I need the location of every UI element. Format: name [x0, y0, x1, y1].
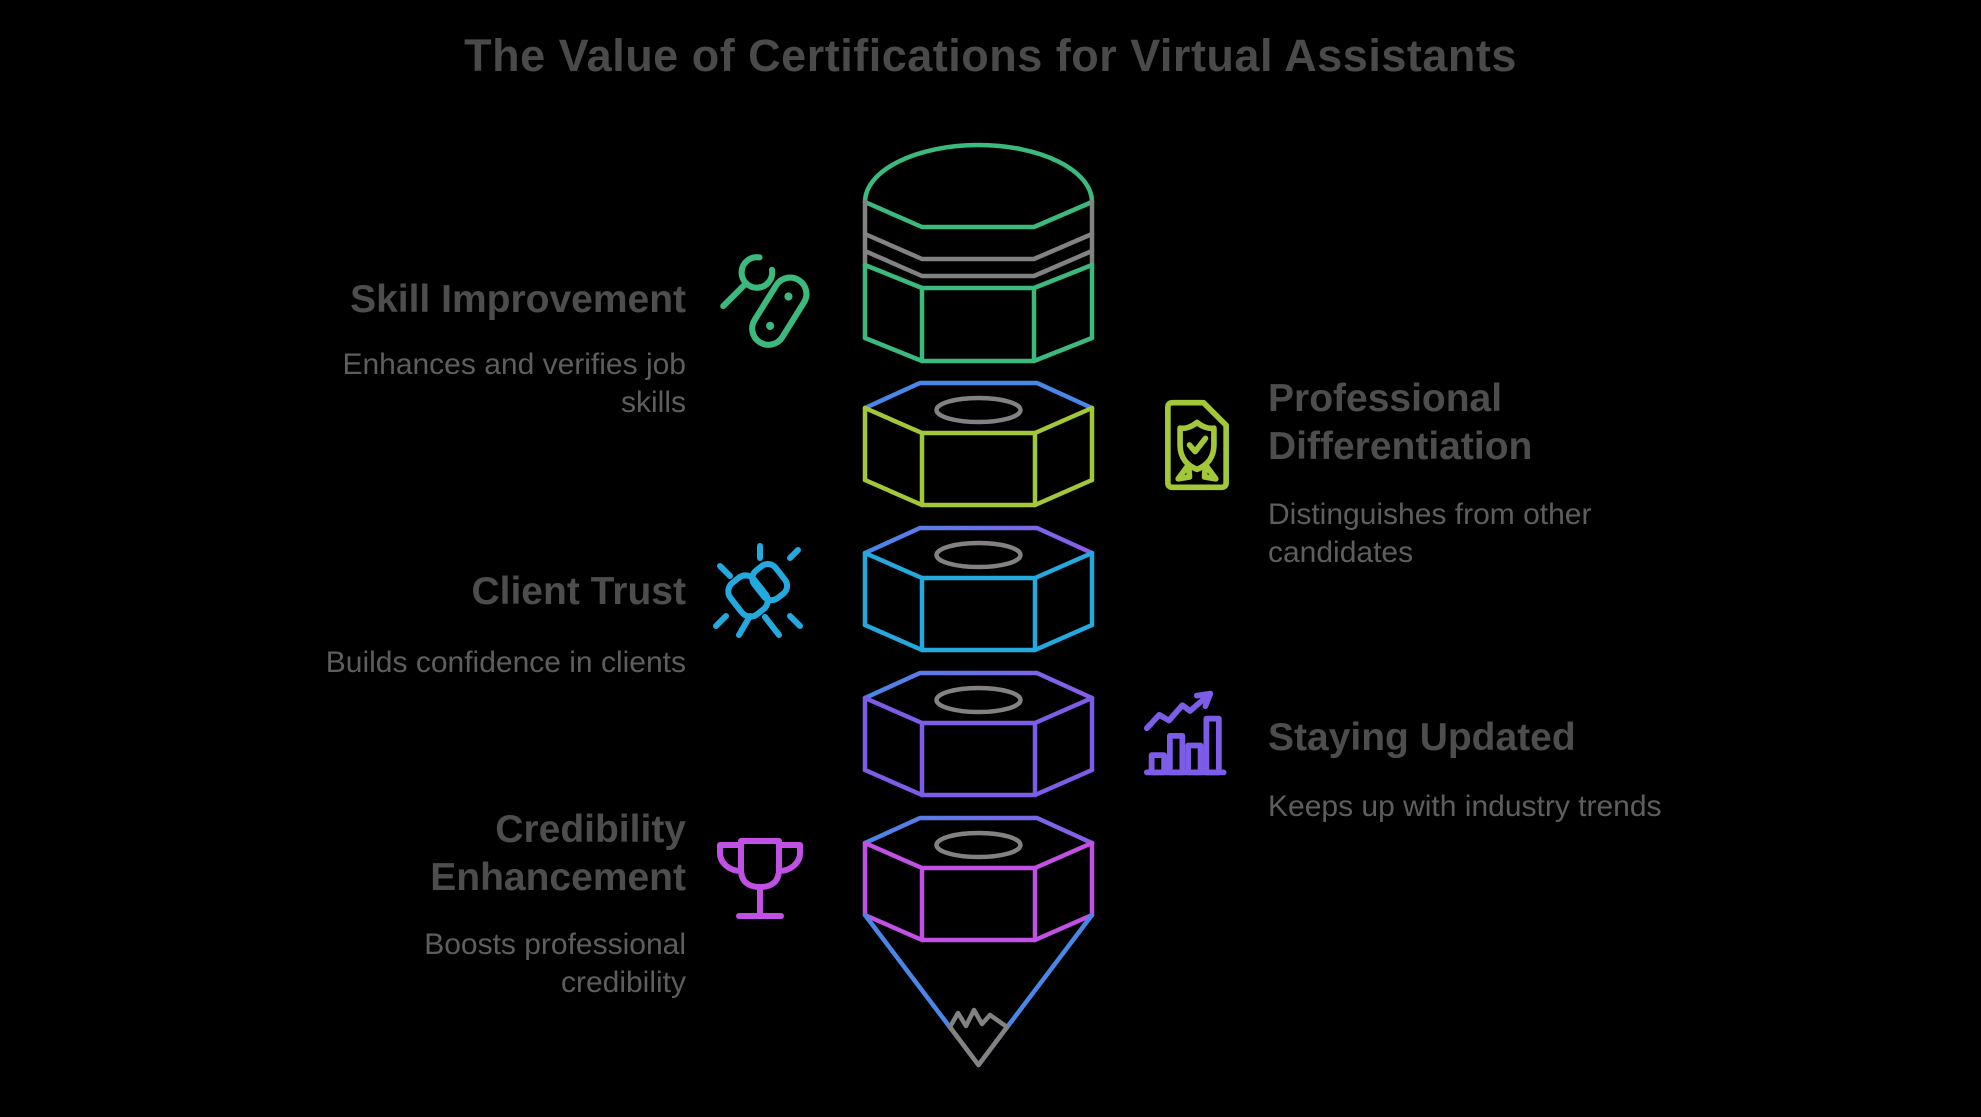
heading-client-trust: Client Trust [471, 570, 686, 613]
hex-nut-segment-2 [862, 525, 1095, 653]
hex-nut-segment-1 [862, 380, 1095, 508]
tools-icon [720, 254, 810, 348]
heading-staying-updated: Staying Updated [1268, 716, 1576, 759]
hex-nut-segment-4 [862, 815, 1095, 943]
subtitle-skill-improvement: Enhances and verifies job skills [342, 348, 686, 420]
funnel-tip [862, 912, 1095, 1068]
certificate-icon [1165, 399, 1229, 491]
handshake-icon [713, 543, 803, 638]
hex-nut-segment-3 [862, 670, 1095, 798]
pencil-lead-tip [947, 1007, 1010, 1068]
heading-credibility-enhancement: Credibility Enhancement [430, 808, 686, 899]
page-title: The Value of Certifications for Virtual … [464, 30, 1517, 81]
chart-icon [1143, 690, 1227, 776]
subtitle-professional-differentiation: Distinguishes from other candidates [1268, 498, 1592, 570]
subtitle-credibility-enhancement: Boosts professional credibility [424, 928, 686, 1000]
subtitle-client-trust: Builds confidence in clients [325, 646, 686, 679]
heading-skill-improvement: Skill Improvement [350, 278, 686, 321]
trophy-icon [717, 838, 803, 919]
heading-professional-differentiation: Professional Differentiation [1268, 377, 1533, 468]
subtitle-staying-updated: Keeps up with industry trends [1268, 790, 1662, 823]
certification-funnel-stack [862, 142, 1095, 1068]
pencil-cap-segment [862, 142, 1095, 364]
